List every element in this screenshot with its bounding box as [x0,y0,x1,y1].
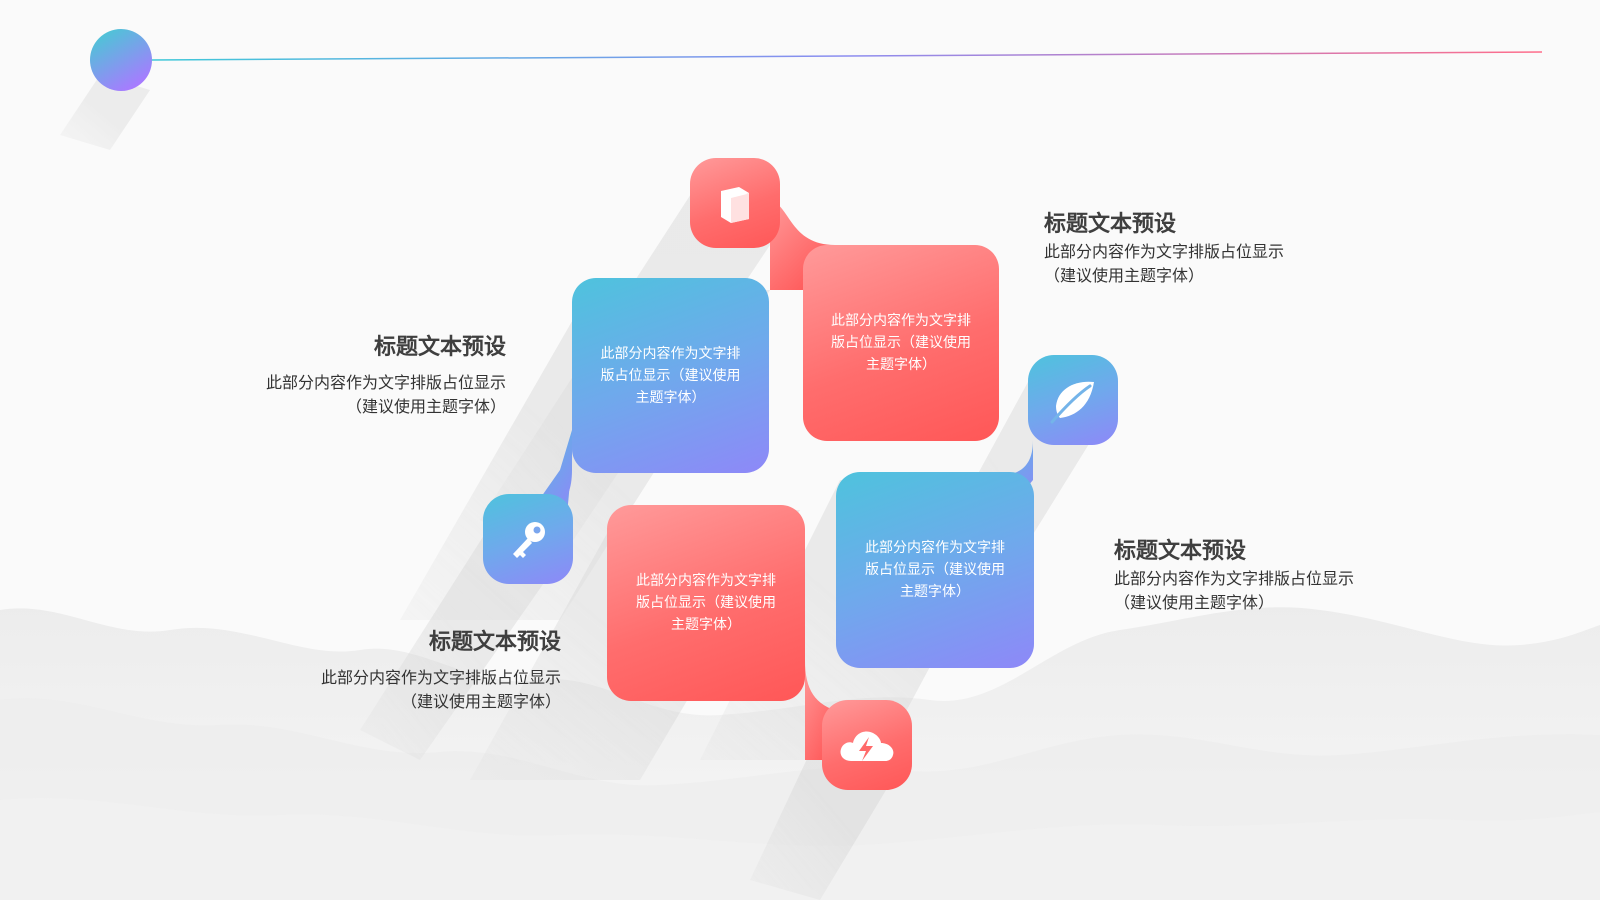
label-title: 标题文本预设 [373,335,506,360]
card-top-right: 此部分内容作为文字排版占位显示（建议使用主题字体） [803,245,999,441]
book-icon [721,187,749,223]
label-desc-line2: （建议使用主题字体） [1114,593,1275,612]
leaf-icon [1050,381,1094,424]
tab-key [483,494,573,584]
label-bottom-right: 标题文本预设 此部分内容作为文字排版占位显示 （建议使用主题字体） [1114,537,1454,615]
card-text: 此部分内容作为文字排版占位显示（建议使用主题字体） [600,345,741,406]
card-top-left: 此部分内容作为文字排版占位显示（建议使用主题字体） [572,278,769,473]
label-title: 标题文本预设 [428,630,561,655]
header-line [149,51,1543,61]
tab-leaf [1028,355,1118,445]
label-desc-line1: 此部分内容作为文字排版占位显示 [1044,242,1285,261]
circle-shadow [60,75,150,150]
card-text: 此部分内容作为文字排版占位显示（建议使用主题字体） [636,573,776,633]
label-bottom-left: 标题文本预设 此部分内容作为文字排版占位显示 （建议使用主题字体） [245,628,561,714]
label-top-left: 标题文本预设 此部分内容作为文字排版占位显示 （建议使用主题字体） [190,333,506,419]
card-text: 此部分内容作为文字排版占位显示（建议使用主题字体） [865,540,1005,600]
card-bottom-right: 此部分内容作为文字排版占位显示（建议使用主题字体） [836,472,1034,668]
tab-cloud [822,700,912,790]
cloud-lightning-icon [840,731,894,761]
key-icon [513,522,545,558]
tab-book [690,158,780,248]
label-desc-line1: 此部分内容作为文字排版占位显示 [320,668,561,687]
card-text: 此部分内容作为文字排版占位显示（建议使用主题字体） [831,313,971,373]
label-desc-line2: （建议使用主题字体） [345,397,506,416]
label-desc-line1: 此部分内容作为文字排版占位显示 [265,373,506,392]
label-title: 标题文本预设 [1114,539,1247,564]
card-bottom-left: 此部分内容作为文字排版占位显示（建议使用主题字体） [607,505,805,701]
label-desc-line2: （建议使用主题字体） [1044,266,1205,285]
label-desc-line2: （建议使用主题字体） [400,692,561,711]
label-title: 标题文本预设 [1044,212,1177,237]
label-top-right: 标题文本预设 此部分内容作为文字排版占位显示 （建议使用主题字体） [1044,210,1364,288]
header-circle [90,29,152,91]
label-desc-line1: 此部分内容作为文字排版占位显示 [1114,569,1355,588]
